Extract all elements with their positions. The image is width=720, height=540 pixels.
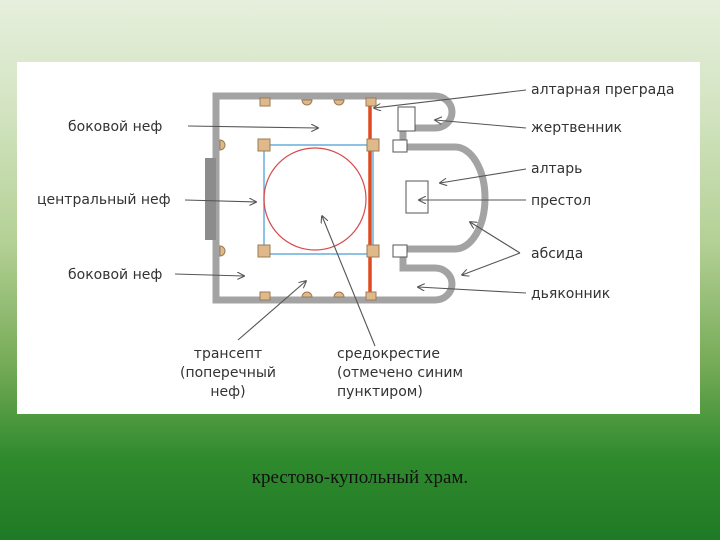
pillars xyxy=(219,97,380,301)
label-crossing-3: пунктиром) xyxy=(337,384,423,400)
pillar xyxy=(257,244,271,258)
pilaster xyxy=(333,291,345,298)
pilaster xyxy=(219,245,226,257)
label-central-nave: центральный неф xyxy=(37,192,171,208)
label-altar: алтарь xyxy=(531,161,582,177)
west-entrance xyxy=(205,158,216,240)
label-diaconicon: дьяконник xyxy=(531,286,610,302)
label-holy-table: престол xyxy=(531,193,591,209)
pilaster xyxy=(301,291,313,298)
pilaster xyxy=(219,139,226,151)
screen-door-top xyxy=(392,139,408,153)
pillar xyxy=(365,291,377,301)
label-side-nave-bottom: боковой неф xyxy=(68,267,162,283)
prothesis-table xyxy=(397,106,416,132)
pillar xyxy=(257,138,271,152)
holy-table xyxy=(405,180,429,214)
label-crossing-2: (отмечено синим xyxy=(337,365,463,381)
leader-lines xyxy=(174,89,527,347)
slide-caption: крестово-купольный храм. xyxy=(251,467,469,488)
diagram-panel: боковой неф центральный неф боковой неф … xyxy=(17,62,700,414)
pilaster xyxy=(301,99,313,106)
label-prothesis: жертвенник xyxy=(531,120,622,136)
label-side-nave-top: боковой неф xyxy=(68,119,162,135)
pillar xyxy=(259,291,271,301)
label-transept-3: неф) xyxy=(210,384,245,400)
pillar xyxy=(365,97,377,107)
label-transept-2: (поперечный xyxy=(180,365,276,381)
dome-circle xyxy=(263,147,367,251)
pilaster xyxy=(333,99,345,106)
label-transept-1: трансепт xyxy=(194,346,262,362)
label-altar-screen: алтарная преграда xyxy=(531,82,675,98)
pillar xyxy=(366,138,380,152)
pillar xyxy=(366,244,380,258)
church-plan-diagram: боковой неф центральный неф боковой неф … xyxy=(37,82,675,400)
screen-door-bottom xyxy=(392,244,408,258)
label-crossing-1: средокрестие xyxy=(337,346,440,362)
pillar xyxy=(259,97,271,107)
label-apse: абсида xyxy=(531,246,583,262)
